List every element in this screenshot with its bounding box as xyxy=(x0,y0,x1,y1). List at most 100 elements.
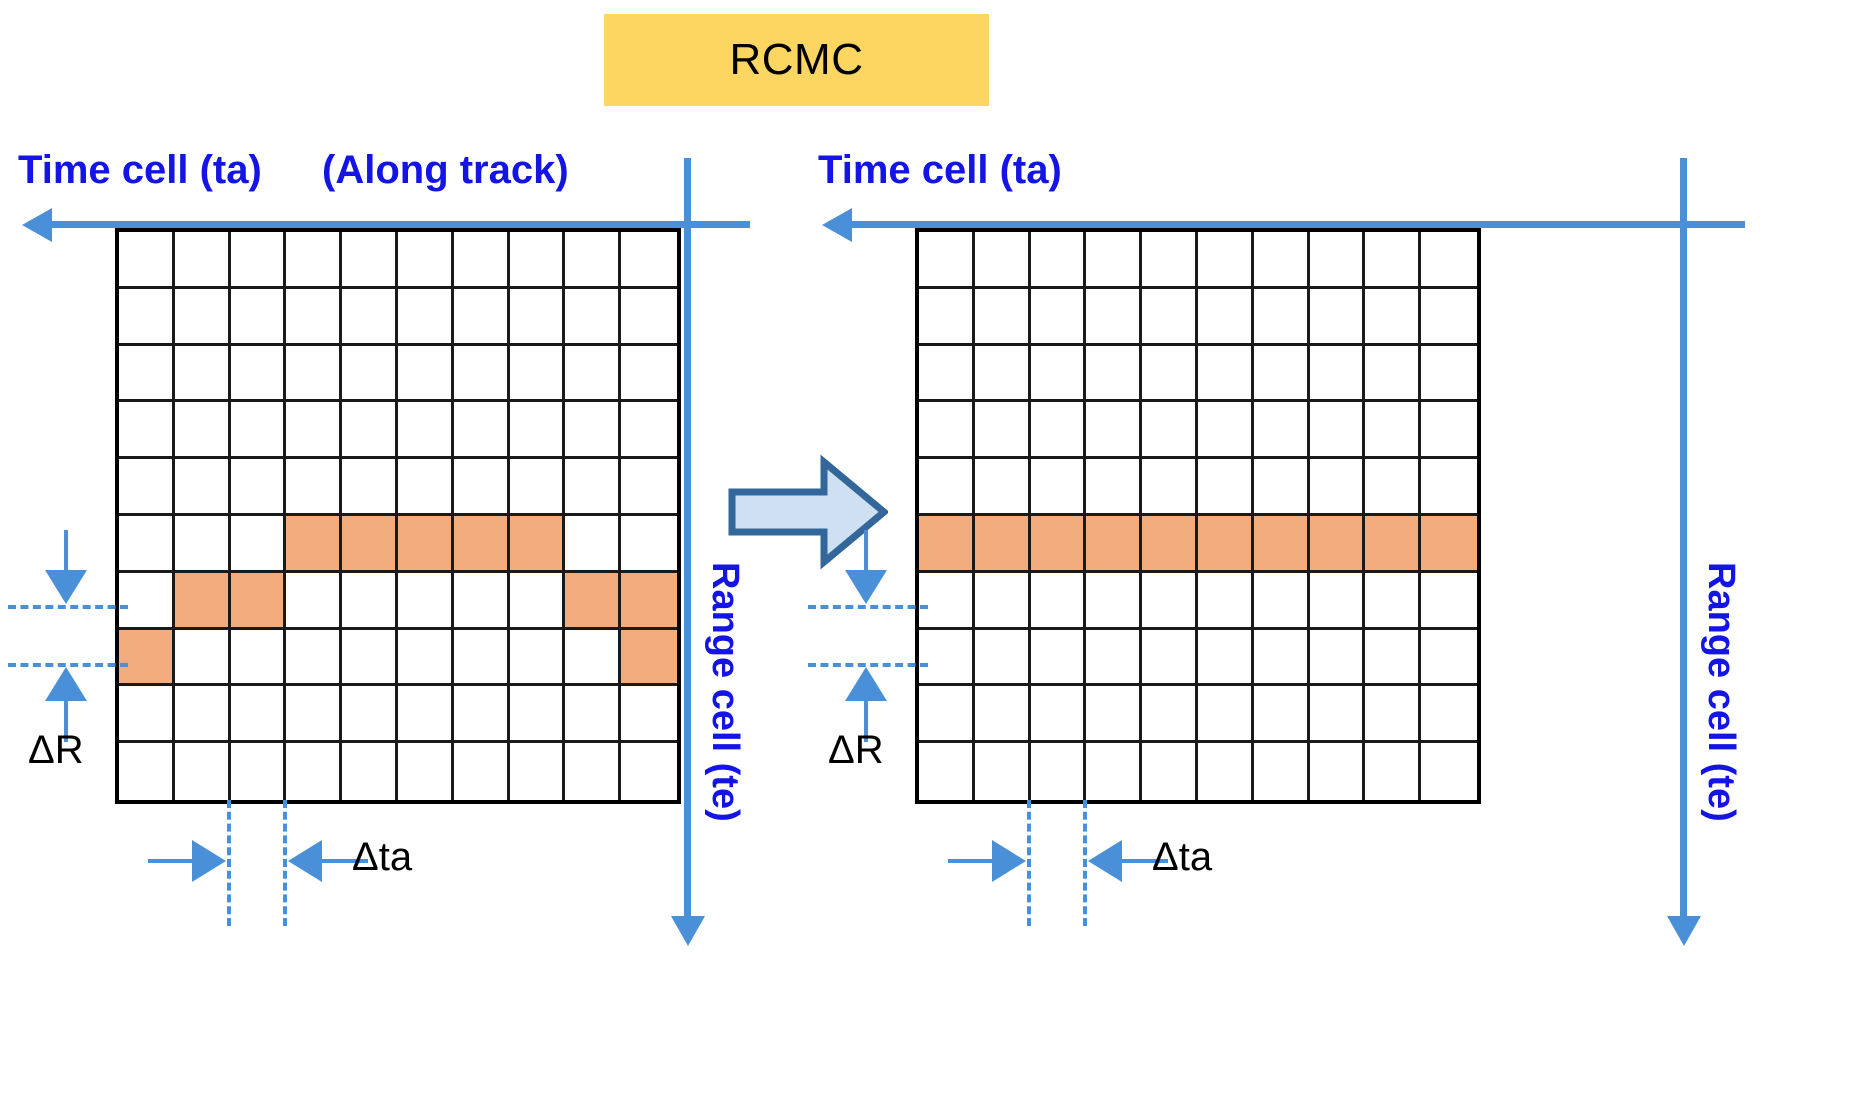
left-grid-cell-r5-c6 xyxy=(453,515,510,573)
left-grid-cell-r7-c0 xyxy=(119,629,175,687)
left-delta-r-upper-stem xyxy=(64,530,68,572)
left-grid-cell-r2-c1 xyxy=(174,345,231,403)
right-grid-cell-r2-c7 xyxy=(1309,345,1366,403)
left-delta-ta-left-arrow xyxy=(288,840,322,882)
right-grid-cell-r0-c9 xyxy=(1421,232,1477,289)
left-grid-cell-r3-c6 xyxy=(453,402,510,460)
right-grid-cell-r4-c5 xyxy=(1197,459,1254,516)
left-delta-ta-right-stem xyxy=(320,859,368,863)
right-grid-cell-r6-c5 xyxy=(1197,572,1254,630)
right-grid-cell-r5-c4 xyxy=(1142,515,1198,573)
right-grid-cell-r7-c9 xyxy=(1421,629,1477,687)
right-range-axis-arrowhead xyxy=(1667,916,1701,946)
left-grid-cell-r9-c0 xyxy=(119,743,175,800)
right-grid-cell-r5-c0 xyxy=(919,515,975,573)
left-grid-cell-r1-c0 xyxy=(119,288,175,346)
right-grid-cell-r1-c3 xyxy=(1086,288,1143,346)
right-grid-cell-r9-c2 xyxy=(1030,743,1087,800)
right-grid-cell-r3-c9 xyxy=(1421,402,1477,460)
left-grid-cell-r8-c6 xyxy=(453,686,510,744)
left-grid-cell-r7-c2 xyxy=(230,629,287,687)
left-range-doppler-grid xyxy=(115,228,681,804)
right-range-axis-line xyxy=(1680,158,1687,918)
left-grid-cell-r2-c4 xyxy=(342,345,398,403)
right-grid-cell-r4-c3 xyxy=(1086,459,1143,516)
right-time-axis-line xyxy=(850,221,1745,228)
right-delta-r-up-arrow xyxy=(845,667,887,701)
left-grid-cell-r8-c1 xyxy=(174,686,231,744)
left-grid-cell-r0-c7 xyxy=(509,232,566,289)
left-grid-cell-r1-c4 xyxy=(342,288,398,346)
left-grid-cell-r0-c1 xyxy=(174,232,231,289)
left-grid-cell-r6-c3 xyxy=(286,572,343,630)
left-grid-cell-r4-c4 xyxy=(342,459,398,516)
right-grid-cell-r0-c1 xyxy=(974,232,1031,289)
left-delta-ta-left-dash xyxy=(227,800,231,926)
right-grid-cell-r5-c5 xyxy=(1197,515,1254,573)
right-grid-cell-r3-c6 xyxy=(1253,402,1310,460)
right-grid-cell-r6-c2 xyxy=(1030,572,1087,630)
left-grid-cell-r4-c1 xyxy=(174,459,231,516)
left-grid-cell-r7-c6 xyxy=(453,629,510,687)
right-grid-cell-r4-c7 xyxy=(1309,459,1366,516)
right-grid-cell-r1-c5 xyxy=(1197,288,1254,346)
left-grid-cell-r7-c3 xyxy=(286,629,343,687)
right-grid-cell-r9-c1 xyxy=(974,743,1031,800)
left-grid-cell-r3-c7 xyxy=(509,402,566,460)
left-grid-cell-r1-c6 xyxy=(453,288,510,346)
left-delta-r-lower-dash xyxy=(8,663,128,667)
right-delta-ta-label: Δta xyxy=(1152,835,1213,879)
right-grid-cell-r7-c8 xyxy=(1365,629,1422,687)
left-grid-cell-r6-c2 xyxy=(230,572,287,630)
right-grid-cell-r5-c8 xyxy=(1365,515,1422,573)
left-grid-cell-r5-c4 xyxy=(342,515,398,573)
right-grid-cell-r1-c1 xyxy=(974,288,1031,346)
left-along-track-label: (Along track) xyxy=(322,148,569,192)
left-grid-cell-r8-c2 xyxy=(230,686,287,744)
left-grid-cell-r1-c8 xyxy=(565,288,622,346)
left-delta-r-down-arrow xyxy=(45,570,87,604)
left-grid-cell-r2-c8 xyxy=(565,345,622,403)
left-grid-cell-r3-c1 xyxy=(174,402,231,460)
left-grid-cell-r8-c4 xyxy=(342,686,398,744)
right-delta-r-upper-dash xyxy=(808,605,928,609)
left-grid-cell-r5-c8 xyxy=(565,515,622,573)
left-delta-ta-label: Δta xyxy=(352,835,413,879)
left-grid-cell-r4-c3 xyxy=(286,459,343,516)
right-grid-cell-r7-c1 xyxy=(974,629,1031,687)
left-grid-cell-r3-c9 xyxy=(621,402,677,460)
left-grid-cell-r0-c2 xyxy=(230,232,287,289)
left-grid-cell-r8-c7 xyxy=(509,686,566,744)
right-grid-cell-r9-c5 xyxy=(1197,743,1254,800)
right-grid-cell-r3-c8 xyxy=(1365,402,1422,460)
right-grid-cell-r9-c3 xyxy=(1086,743,1143,800)
left-range-cell-label: Range cell (te) xyxy=(704,562,746,822)
right-grid-cell-r8-c6 xyxy=(1253,686,1310,744)
left-delta-r-up-arrow xyxy=(45,667,87,701)
left-grid-cell-r9-c1 xyxy=(174,743,231,800)
right-grid-cell-r6-c7 xyxy=(1309,572,1366,630)
left-grid-cell-r4-c5 xyxy=(397,459,454,516)
right-grid-cell-r8-c2 xyxy=(1030,686,1087,744)
left-grid-cell-r5-c5 xyxy=(397,515,454,573)
right-grid-cell-r9-c9 xyxy=(1421,743,1477,800)
right-panel: Time cell (ta) Range cell (te) ΔR Δta xyxy=(800,130,1862,1090)
right-grid-cell-r2-c4 xyxy=(1142,345,1198,403)
right-grid-cell-r7-c2 xyxy=(1030,629,1087,687)
left-grid-cell-r1-c9 xyxy=(621,288,677,346)
right-grid-cell-r3-c7 xyxy=(1309,402,1366,460)
left-grid-cell-r3-c4 xyxy=(342,402,398,460)
right-grid-cell-r4-c1 xyxy=(974,459,1031,516)
left-grid-cell-r9-c4 xyxy=(342,743,398,800)
right-grid-cell-r4-c4 xyxy=(1142,459,1198,516)
right-grid-cell-r0-c5 xyxy=(1197,232,1254,289)
left-grid-cell-r3-c8 xyxy=(565,402,622,460)
right-delta-ta-left-stem xyxy=(948,859,996,863)
right-grid-cell-r1-c9 xyxy=(1421,288,1477,346)
left-grid-cell-r6-c6 xyxy=(453,572,510,630)
right-grid-cell-r2-c3 xyxy=(1086,345,1143,403)
left-grid-cell-r5-c2 xyxy=(230,515,287,573)
left-time-axis-line xyxy=(50,221,750,228)
left-grid-cell-r7-c9 xyxy=(621,629,677,687)
left-grid-cell-r4-c9 xyxy=(621,459,677,516)
